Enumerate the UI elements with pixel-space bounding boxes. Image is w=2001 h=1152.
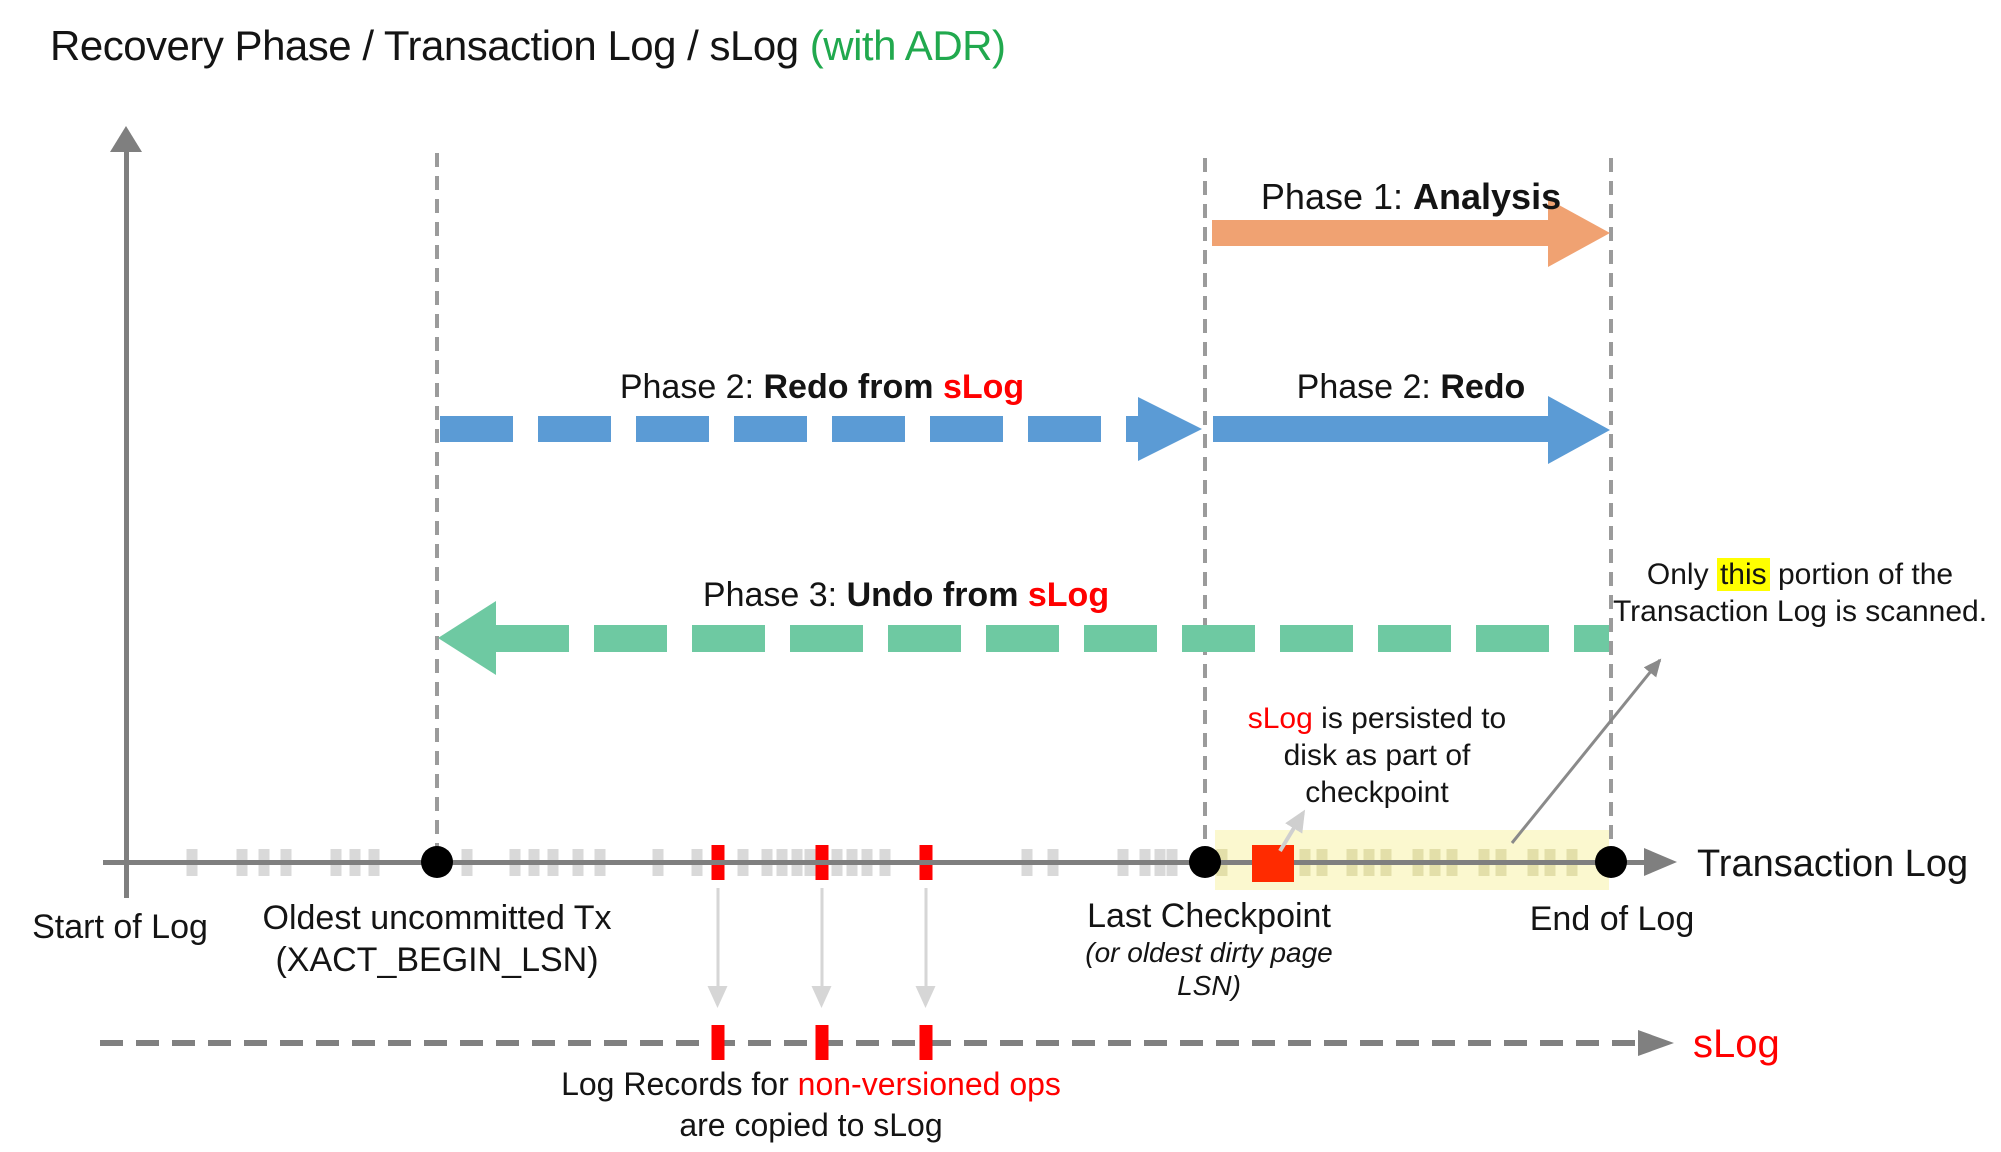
guide-line-oldest-tx xyxy=(435,153,439,862)
persist-note-slog: sLog xyxy=(1247,702,1313,735)
copy-note-red: non-versioned ops xyxy=(797,1066,1061,1102)
phase1-arrowhead-icon xyxy=(1548,199,1610,267)
phase2-slog-name: Redo from xyxy=(763,368,943,406)
phase2-arrow xyxy=(1213,416,1549,442)
phase2-arrowhead-icon xyxy=(1548,396,1610,464)
log-position-dot xyxy=(1189,846,1221,878)
scan-note-highlight: this xyxy=(1716,558,1770,591)
oldest-uncommitted-label: Oldest uncommitted Tx (XACT_BEGIN_LSN) xyxy=(247,897,627,981)
phase2-slog-red: sLog xyxy=(942,368,1025,406)
phase2-slog-label: Phase 2: Redo from sLog xyxy=(437,368,1207,407)
guide-line-end-of-log xyxy=(1609,158,1613,862)
slog-arrowhead-icon xyxy=(1638,1030,1674,1056)
phase2-slog-prefix: Phase 2: xyxy=(619,368,764,406)
y-axis-line xyxy=(124,148,129,898)
oldest-line2: (XACT_BEGIN_LSN) xyxy=(275,941,599,979)
phase3-red: sLog xyxy=(1027,576,1110,614)
copy-note-black: Log Records for xyxy=(561,1066,798,1102)
phase2-name: Redo xyxy=(1440,368,1526,406)
phase1-name: Analysis xyxy=(1413,176,1562,217)
checkpoint-line3: LSN) xyxy=(1177,970,1241,1001)
start-of-log-label: Start of Log xyxy=(32,908,208,946)
end-of-log-label: End of Log xyxy=(1529,900,1695,938)
scan-note-pre: Only xyxy=(1646,558,1717,591)
slog-record-tick xyxy=(711,1025,725,1060)
scan-note-post: portion of the xyxy=(1769,558,1954,591)
phase3-name: Undo from xyxy=(846,576,1028,614)
phase3-label: Phase 3: Undo from sLog xyxy=(506,576,1306,615)
persist-note-line1: sLog is persisted to xyxy=(1227,700,1527,737)
log-position-dot xyxy=(1595,846,1627,878)
persist-note: sLog is persisted to disk as part of che… xyxy=(1227,700,1527,811)
log-position-dot xyxy=(421,846,453,878)
persist-note-rest: is persisted to xyxy=(1312,702,1507,735)
persist-note-line3: checkpoint xyxy=(1305,776,1449,809)
checkpoint-line2: (or oldest dirty page xyxy=(1085,937,1333,968)
checkpoint-line1: Last Checkpoint xyxy=(1087,897,1331,935)
scan-note-line1: Only this portion of the xyxy=(1600,556,2000,593)
phase1-arrow xyxy=(1212,220,1548,246)
transaction-log-axis-label: Transaction Log xyxy=(1697,843,1969,885)
title-accent: (with ADR) xyxy=(809,22,1006,69)
phase2-label: Phase 2: Redo xyxy=(1212,368,1610,407)
slog-record-tick xyxy=(815,1025,829,1060)
last-checkpoint-label: Last Checkpoint (or oldest dirty page LS… xyxy=(1059,897,1359,1002)
phase2-slog-arrowhead-icon xyxy=(1138,397,1202,461)
copy-note-line1: Log Records for non-versioned ops xyxy=(511,1064,1111,1105)
scan-note-line2: Transaction Log is scanned. xyxy=(1612,595,1988,628)
slog-record-tick xyxy=(919,1025,933,1060)
title-main: Recovery Phase / Transaction Log / sLog xyxy=(50,22,810,69)
oldest-line1: Oldest uncommitted Tx xyxy=(262,899,612,937)
slog-axis-label: sLog xyxy=(1693,1022,1780,1066)
transaction-log-arrowhead-icon xyxy=(1644,848,1677,876)
transaction-log-axis-line xyxy=(103,860,1645,865)
phase3-arrow xyxy=(496,625,1609,652)
slog-axis-line xyxy=(100,1040,1638,1046)
phase2-slog-arrow xyxy=(440,416,1138,442)
persisted-slog-marker xyxy=(1252,845,1294,882)
copy-note-line2: are copied to sLog xyxy=(679,1107,943,1143)
scan-note-pointer-arrow xyxy=(1510,658,1662,844)
persist-note-line2: disk as part of xyxy=(1283,739,1471,772)
phase1-prefix: Phase 1: xyxy=(1260,176,1414,217)
guide-line-last-checkpoint xyxy=(1203,158,1207,862)
page-title: Recovery Phase / Transaction Log / sLog … xyxy=(50,22,1006,70)
copy-to-slog-arrow xyxy=(811,888,832,1008)
copy-to-slog-arrow xyxy=(915,888,936,1008)
phase3-arrowhead-icon xyxy=(438,601,496,675)
phase1-label: Phase 1: Analysis xyxy=(1212,176,1610,218)
scan-note: Only this portion of the Transaction Log… xyxy=(1600,556,2000,630)
copy-note: Log Records for non-versioned ops are co… xyxy=(511,1064,1111,1146)
phase2-prefix: Phase 2: xyxy=(1296,368,1441,406)
phase3-prefix: Phase 3: xyxy=(702,576,847,614)
copy-to-slog-arrow xyxy=(707,888,728,1008)
y-axis-arrowhead-icon xyxy=(110,126,142,152)
